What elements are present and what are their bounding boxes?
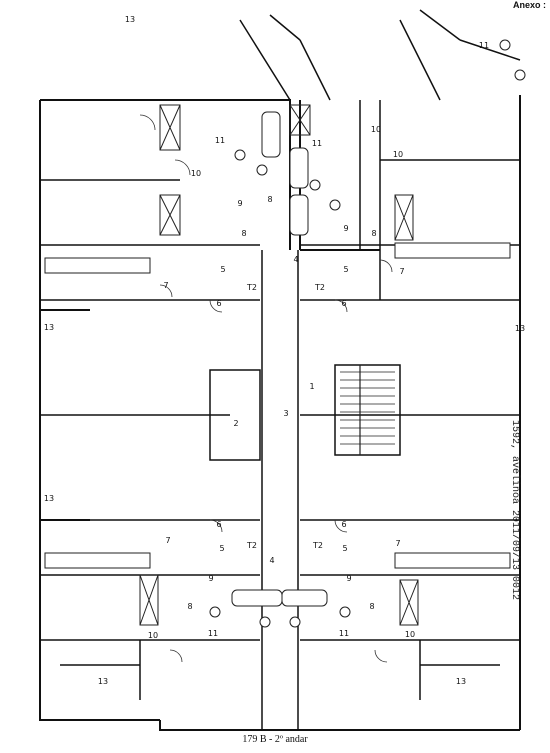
room-number-r1: 1 <box>309 382 314 391</box>
room-number-r5: 5 <box>343 265 348 274</box>
room-number-t2: T2 <box>246 283 257 292</box>
room-number-r5: 5 <box>220 265 225 274</box>
room-number-r8: 8 <box>241 229 246 238</box>
room-number-r10: 10 <box>371 125 381 134</box>
annex-label: Anexo : <box>512 0 546 10</box>
room-number-r8: 8 <box>187 602 192 611</box>
room-number-r13: 13 <box>456 677 466 686</box>
room-number-r10: 10 <box>148 631 158 640</box>
stair-treads <box>340 365 395 455</box>
shaft-1 <box>209 369 261 461</box>
room-number-t2: T2 <box>246 541 257 550</box>
room-number-r11: 11 <box>208 629 218 638</box>
drawing-caption: 179 B - 2º andar <box>242 734 308 745</box>
room-number-r11: 11 <box>312 139 322 148</box>
room-number-r2: 2 <box>233 419 238 428</box>
room-number-r9: 9 <box>343 224 348 233</box>
room-number-r8: 8 <box>267 195 272 204</box>
walls-layer <box>39 9 521 731</box>
room-number-r7: 7 <box>395 539 400 548</box>
room-number-r4: 4 <box>269 556 274 565</box>
room-number-r11: 11 <box>479 41 489 50</box>
door-swings <box>139 114 393 663</box>
room-number-r13: 13 <box>44 323 54 332</box>
outer-wall-right <box>299 95 521 720</box>
room-number-r6: 6 <box>341 520 346 529</box>
stair-core <box>334 364 401 456</box>
lower-wing <box>60 640 500 700</box>
kitchen-counters <box>44 242 511 569</box>
room-number-r13: 13 <box>515 324 525 333</box>
room-number-r7: 7 <box>163 281 168 290</box>
room-number-r7: 7 <box>165 536 170 545</box>
room-number-r13: 13 <box>125 15 135 24</box>
room-number-t2: T2 <box>314 283 325 292</box>
room-number-r5: 5 <box>219 544 224 553</box>
room-number-r11: 11 <box>339 629 349 638</box>
room-number-r13: 13 <box>98 677 108 686</box>
room-number-r5: 5 <box>342 544 347 553</box>
wardrobes <box>139 104 419 626</box>
room-number-r6: 6 <box>216 520 221 529</box>
room-number-t2: T2 <box>312 541 323 550</box>
room-number-r13: 13 <box>44 494 54 503</box>
archive-stamp: 1592, avelinoa 2011/09/13 0012 <box>509 420 520 601</box>
bathtubs <box>231 111 328 607</box>
room-number-r9: 9 <box>346 574 351 583</box>
room-number-r10: 10 <box>393 150 403 159</box>
room-number-r6: 6 <box>216 299 221 308</box>
sanitary-fixtures <box>209 39 526 628</box>
room-number-r7: 7 <box>399 267 404 276</box>
room-number-r8: 8 <box>371 229 376 238</box>
room-number-r10: 10 <box>405 630 415 639</box>
room-number-r10: 10 <box>191 169 201 178</box>
room-number-r6: 6 <box>341 299 346 308</box>
corridor-wall <box>261 250 299 730</box>
room-number-r9: 9 <box>237 199 242 208</box>
upper-right-block <box>359 100 520 300</box>
room-number-r4: 4 <box>293 255 298 264</box>
angled-tower <box>239 9 521 101</box>
room-number-r9: 9 <box>208 574 213 583</box>
room-number-r8: 8 <box>369 602 374 611</box>
room-number-r3: 3 <box>283 409 288 418</box>
room-number-r11: 11 <box>215 136 225 145</box>
